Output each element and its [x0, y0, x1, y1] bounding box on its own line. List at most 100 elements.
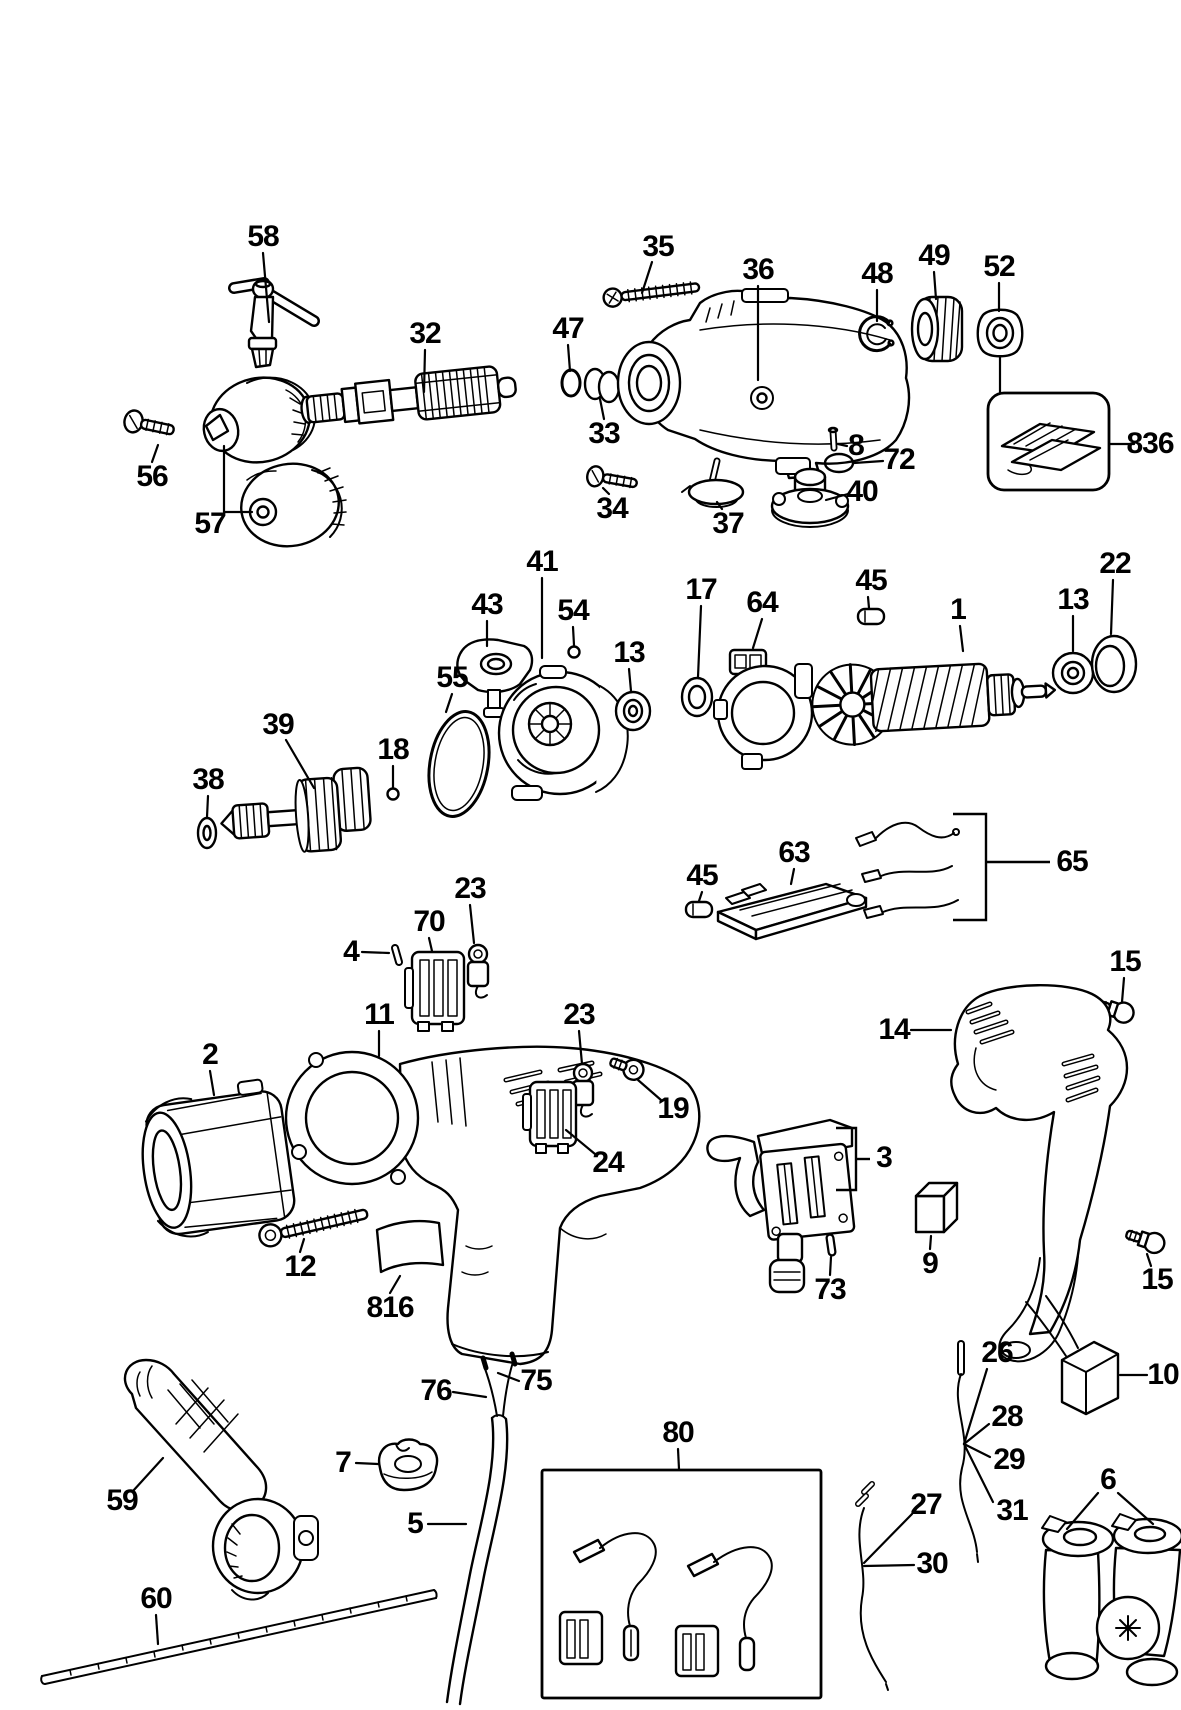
- part-clip-45a: [856, 607, 886, 626]
- leader-6-1: [1116, 1491, 1155, 1526]
- part-cord-5: [445, 1414, 509, 1706]
- part-number-label-35: 35: [642, 230, 674, 263]
- leader-64-0: [751, 617, 764, 650]
- leader-8-0: [836, 442, 849, 448]
- part-switch-3: [706, 1118, 856, 1294]
- part-grip-tubes-6: [1041, 1513, 1181, 1687]
- part-pin-4: [391, 944, 403, 966]
- part-number-label-8: 8: [848, 429, 865, 462]
- part-ring-22: [1090, 634, 1138, 694]
- part-number-label-72: 72: [883, 443, 915, 476]
- part-number-label-47: 47: [552, 312, 584, 345]
- leader-23a-0: [468, 903, 476, 945]
- part-number-label-22: 22: [1099, 547, 1131, 580]
- part-motor-housing-11: [284, 1045, 701, 1366]
- part-number-label-9: 9: [922, 1247, 939, 1280]
- leader-28-0: [962, 1422, 991, 1446]
- part-number-label-73: 73: [814, 1273, 846, 1306]
- leader-22-0: [1109, 578, 1115, 636]
- part-number-label-48: 48: [861, 257, 893, 290]
- part-number-label-13a: 13: [613, 636, 645, 669]
- part-label-plate-816: [375, 1219, 445, 1274]
- kit-box-80: [540, 1468, 823, 1700]
- part-number-label-836: 836: [1126, 427, 1174, 460]
- leader-35-0: [640, 260, 654, 295]
- part-number-label-65: 65: [1056, 845, 1088, 878]
- part-side-handle-59: [123, 1358, 319, 1601]
- leader-1-0: [958, 624, 965, 653]
- leader-7-0: [354, 1461, 380, 1466]
- part-washers-33: [583, 367, 621, 404]
- leader-38-0: [205, 794, 210, 819]
- part-number-label-33: 33: [588, 417, 620, 450]
- part-number-label-1: 1: [950, 593, 967, 626]
- part-brush-holder-70: [404, 950, 466, 1032]
- part-ball-18: [386, 787, 400, 801]
- part-number-label-23a: 23: [454, 872, 486, 905]
- leader-34-0: [601, 486, 611, 496]
- part-number-label-75: 75: [520, 1364, 552, 1397]
- part-lead-wire-27: [855, 1481, 889, 1691]
- leader-31-0: [962, 1442, 995, 1504]
- part-number-label-43: 43: [471, 588, 503, 621]
- leader-70-0: [427, 936, 434, 953]
- part-number-label-45b: 45: [686, 859, 718, 892]
- part-number-label-41: 41: [526, 545, 558, 578]
- part-number-label-58: 58: [247, 220, 279, 253]
- part-screw-15b: [1125, 1229, 1166, 1255]
- leader-47-0: [566, 343, 572, 373]
- part-number-label-39: 39: [262, 708, 294, 741]
- leader-33-0: [598, 397, 606, 421]
- part-number-label-38: 38: [192, 763, 224, 796]
- part-number-label-64: 64: [746, 586, 778, 619]
- part-number-label-36: 36: [742, 253, 774, 286]
- part-number-label-10: 10: [1147, 1358, 1179, 1391]
- leader-59-0: [131, 1456, 165, 1493]
- part-snap-ring-48: [858, 315, 895, 353]
- part-brush-23a: [466, 943, 490, 999]
- part-cord-wires-75-76: [480, 1351, 518, 1417]
- part-number-label-17: 17: [685, 573, 717, 606]
- part-number-label-6: 6: [1100, 1463, 1117, 1496]
- part-gearshaft-39: [220, 766, 372, 853]
- part-number-label-30: 30: [916, 1547, 948, 1580]
- part-number-label-26: 26: [981, 1336, 1013, 1369]
- leader-39-0: [284, 738, 316, 790]
- part-number-label-56: 56: [136, 460, 168, 493]
- leader-40-0: [824, 492, 850, 502]
- part-pin-73: [825, 1233, 837, 1257]
- part-number-label-70: 70: [413, 905, 445, 938]
- part-gear-49: [910, 295, 964, 363]
- leader-816-0: [388, 1274, 402, 1295]
- part-number-label-7: 7: [335, 1446, 352, 1479]
- leader-58-0: [261, 251, 271, 324]
- part-brush-holder-24: [522, 1080, 578, 1154]
- leader-12-0: [298, 1237, 306, 1254]
- bracket-65: [953, 812, 988, 922]
- part-cord-clamp-7: [377, 1438, 439, 1492]
- part-number-label-34: 34: [596, 492, 628, 525]
- leader-32-0: [422, 348, 427, 394]
- leader-9-0: [928, 1234, 933, 1251]
- leader-24-0: [564, 1128, 597, 1156]
- part-pin-8: [827, 426, 839, 452]
- leader-37-0: [715, 500, 724, 511]
- part-number-label-57: 57: [194, 507, 226, 540]
- part-number-label-11: 11: [364, 998, 395, 1031]
- part-number-label-18: 18: [377, 733, 409, 766]
- part-number-label-76: 76: [420, 1374, 452, 1407]
- leader-23b-0: [577, 1029, 584, 1066]
- part-plate-43: [456, 638, 534, 718]
- part-kit-836: [1000, 422, 1102, 476]
- leader-29-0: [962, 1442, 992, 1459]
- part-number-label-55: 55: [436, 661, 468, 694]
- leader-75-0: [496, 1371, 521, 1383]
- part-number-label-15b: 15: [1141, 1263, 1173, 1296]
- part-button-40: [770, 467, 850, 528]
- part-number-label-14: 14: [878, 1013, 910, 1046]
- part-number-label-27: 27: [910, 1488, 942, 1521]
- part-number-label-80: 80: [662, 1416, 694, 1449]
